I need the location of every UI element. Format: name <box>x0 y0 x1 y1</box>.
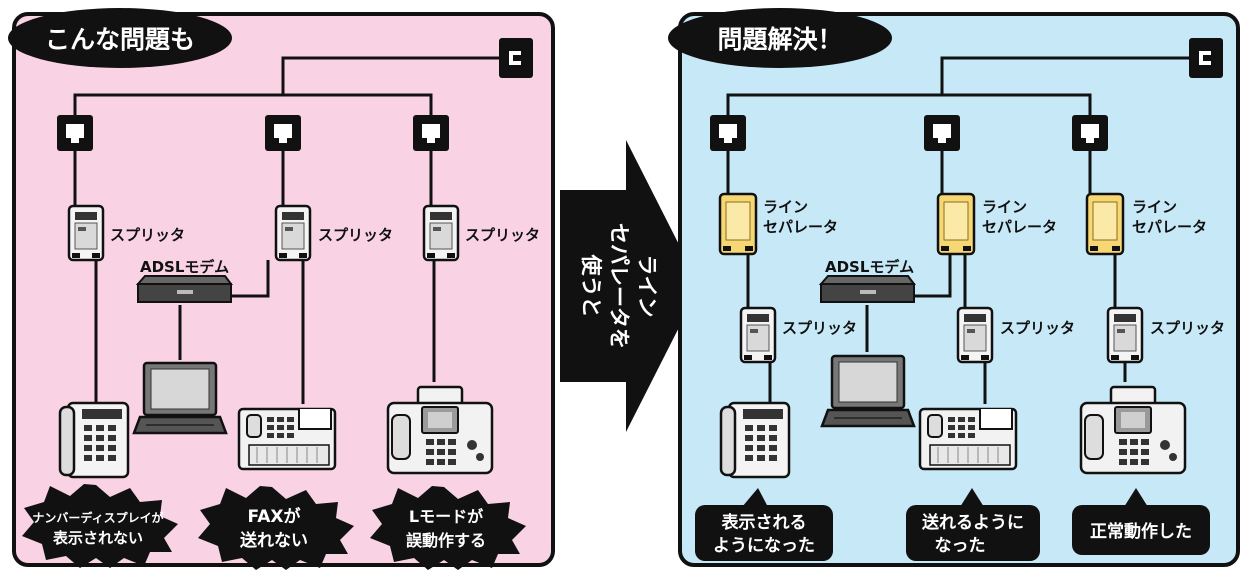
separator-label-line1: ライン <box>1132 198 1177 216</box>
telephone-icon <box>719 401 791 479</box>
wall-jack-icon <box>265 115 301 151</box>
arrow-line3: 使うと <box>579 254 603 318</box>
wall-jack-icon <box>57 115 93 151</box>
modem-label: ADSLモデム <box>140 258 229 276</box>
splitter-icon <box>422 204 460 262</box>
problem-line2: 表示されない <box>53 529 143 547</box>
splitter-label: スプリッタ <box>318 226 393 244</box>
left-wiring <box>73 56 515 404</box>
result-line1: 表示される <box>722 512 807 533</box>
line-inlet-icon <box>499 38 533 78</box>
problem-burst: FAXが 送れない <box>198 486 354 570</box>
arrow-line2: セパレータを <box>607 223 631 349</box>
wall-jack-icon <box>924 115 960 151</box>
result-line1: 送れるように <box>922 512 1024 533</box>
separator-label-line1: ライン <box>982 198 1027 216</box>
separator-label-line2: セパレータ <box>982 218 1057 236</box>
line-separator-icon <box>1085 192 1125 256</box>
line-separator-icon <box>718 192 758 256</box>
splitter-icon <box>274 204 312 262</box>
wall-jack-icon <box>413 115 449 151</box>
left-title: こんな問題も <box>45 25 195 54</box>
wall-jack-icon <box>710 115 746 151</box>
wall-jack-icon <box>1072 115 1108 151</box>
line-separator-icon <box>936 192 976 256</box>
right-wiring <box>726 56 1205 404</box>
laptop-icon <box>132 361 228 435</box>
left-title-bubble: こんな問題も <box>8 8 232 68</box>
fax-icon <box>237 407 337 471</box>
right-panel <box>678 12 1240 567</box>
splitter-label: スプリッタ <box>465 226 540 244</box>
result-callout: 正常動作した <box>1072 488 1210 555</box>
problem-burst: ナンバーディスプレイが 表示されない <box>22 484 178 568</box>
problem-line2: 誤動作する <box>406 531 486 550</box>
splitter-label: スプリッタ <box>782 319 857 337</box>
right-title-bubble: 問題解決！ <box>668 8 892 68</box>
problem-burst: Lモードが 誤動作する <box>370 486 526 570</box>
problem-line1: Lモードが <box>409 507 483 526</box>
transition-arrow: ライン セパレータを 使うと <box>560 140 700 432</box>
result-line2: なった <box>935 536 986 556</box>
splitter-icon <box>67 204 105 262</box>
adsl-modem-icon <box>137 275 232 303</box>
arrow-line1: ライン <box>635 255 659 318</box>
result-line2: ようになった <box>713 536 815 556</box>
laptop-icon <box>820 354 916 428</box>
line-inlet-icon <box>1189 38 1223 78</box>
separator-label-line2: セパレータ <box>1132 218 1207 236</box>
adsl-modem-icon <box>820 275 915 303</box>
right-title: 問題解決！ <box>717 25 842 54</box>
problem-line1: FAXが <box>248 506 301 527</box>
telephone-icon <box>58 401 130 479</box>
fax-icon <box>918 407 1018 471</box>
problem-line2: 送れない <box>240 530 308 551</box>
result-callout: 送れるように なった <box>906 488 1040 561</box>
splitter-icon <box>1106 306 1144 364</box>
splitter-label: スプリッタ <box>1150 319 1225 337</box>
result-callout: 表示される ようになった <box>695 488 833 561</box>
splitter-icon <box>956 306 994 364</box>
modem-label: ADSLモデム <box>825 258 914 276</box>
splitter-label: スプリッタ <box>110 226 185 244</box>
splitter-icon <box>739 306 777 364</box>
separator-label-line1: ライン <box>763 198 808 216</box>
splitter-label: スプリッタ <box>1000 319 1075 337</box>
separator-label-line2: セパレータ <box>763 218 838 236</box>
problem-line1: ナンバーディスプレイが <box>32 510 163 525</box>
result-line1: 正常動作した <box>1090 521 1192 542</box>
